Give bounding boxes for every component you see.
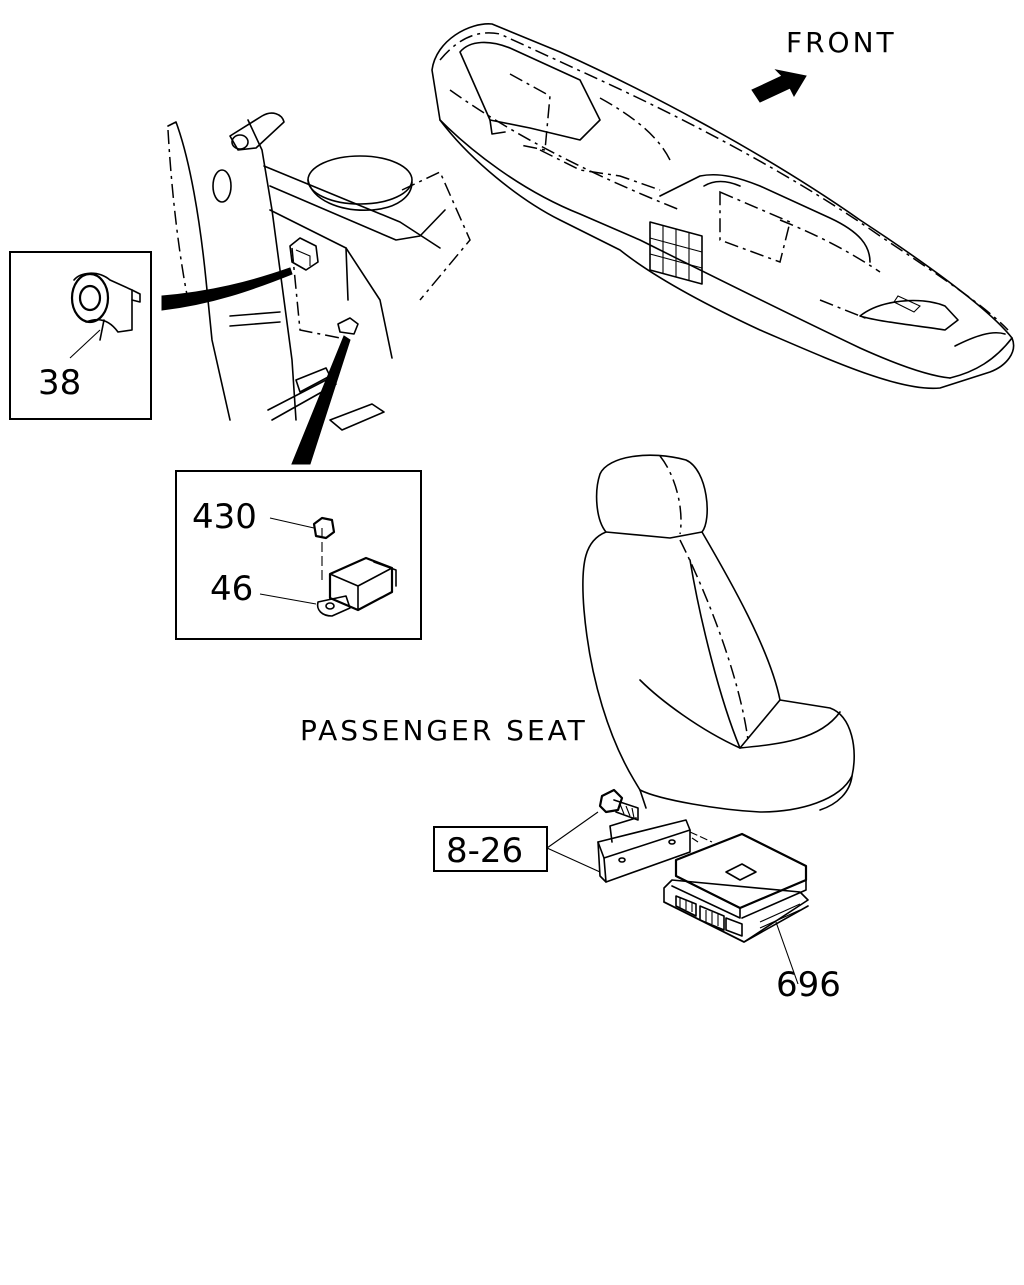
passenger-seat-caption: PASSENGER SEAT bbox=[300, 714, 588, 747]
mounting-bracket bbox=[597, 788, 691, 883]
part-label-46: 46 bbox=[210, 569, 253, 609]
passenger-seat-illustration bbox=[582, 454, 855, 813]
connector-grid bbox=[649, 221, 703, 285]
part-label-696: 696 bbox=[776, 965, 841, 1005]
dashboard-illustration bbox=[431, 23, 1015, 390]
leader-38 bbox=[161, 267, 293, 311]
reference-box-8-26 bbox=[433, 826, 548, 872]
front-label: FRONT bbox=[786, 26, 897, 59]
reference-label-8-26: 8-26 bbox=[446, 831, 523, 871]
detail-box-38: 38 bbox=[9, 251, 152, 420]
detail-box-430-46: 430 46 bbox=[175, 470, 422, 640]
arrow-front-icon bbox=[751, 69, 807, 103]
part-label-38: 38 bbox=[38, 363, 81, 403]
control-module-696 bbox=[663, 832, 809, 985]
footwell-illustration bbox=[167, 112, 471, 431]
leader-8-26 bbox=[546, 811, 601, 873]
leader-46 bbox=[291, 335, 351, 465]
part-label-430: 430 bbox=[192, 497, 257, 537]
